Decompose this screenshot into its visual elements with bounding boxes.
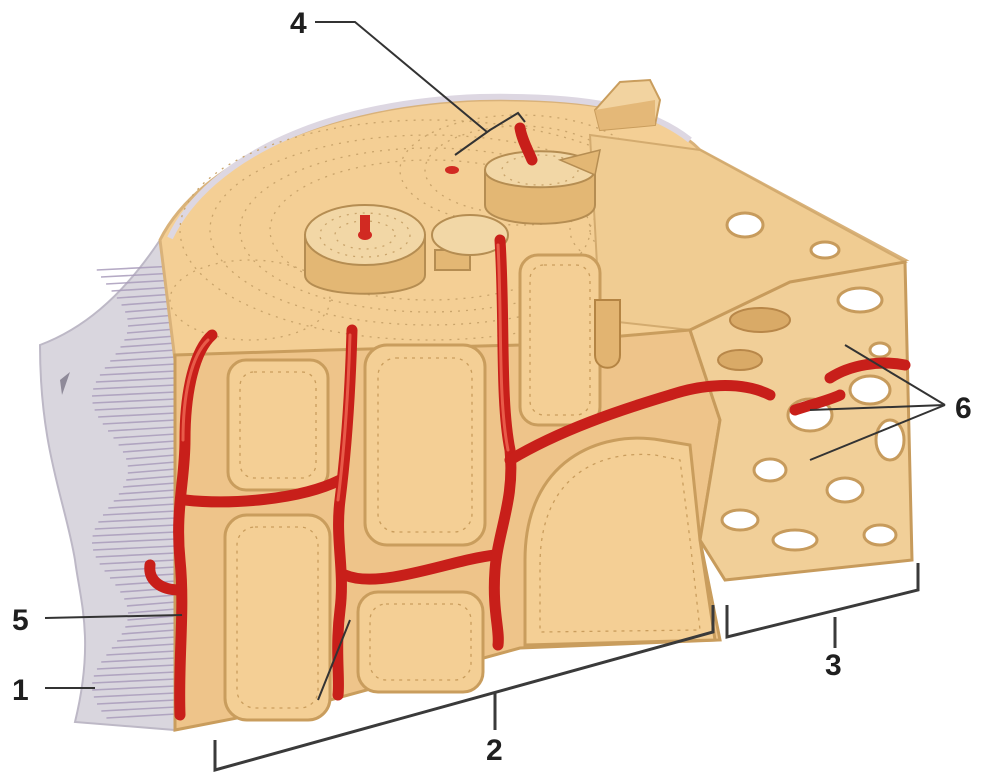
bone-chunk-top-right bbox=[595, 80, 660, 130]
periosteum bbox=[40, 240, 176, 730]
osteon-cylinder-right bbox=[485, 150, 600, 224]
osteon-section bbox=[228, 360, 328, 490]
label-periosteum: 1 bbox=[12, 674, 29, 707]
label-compact-bone: 2 bbox=[486, 734, 503, 767]
label-osteon: 4 bbox=[290, 7, 307, 40]
osteon-section bbox=[365, 345, 485, 545]
label-blood-vessel: 5 bbox=[12, 604, 29, 637]
label-spongy-bone: 3 bbox=[825, 649, 842, 682]
osteon-section bbox=[520, 255, 600, 425]
central-canal bbox=[445, 166, 459, 174]
osteon-section bbox=[225, 515, 330, 720]
osteon-cylinder-left bbox=[305, 205, 425, 294]
label-trabeculae: 6 bbox=[955, 392, 972, 425]
